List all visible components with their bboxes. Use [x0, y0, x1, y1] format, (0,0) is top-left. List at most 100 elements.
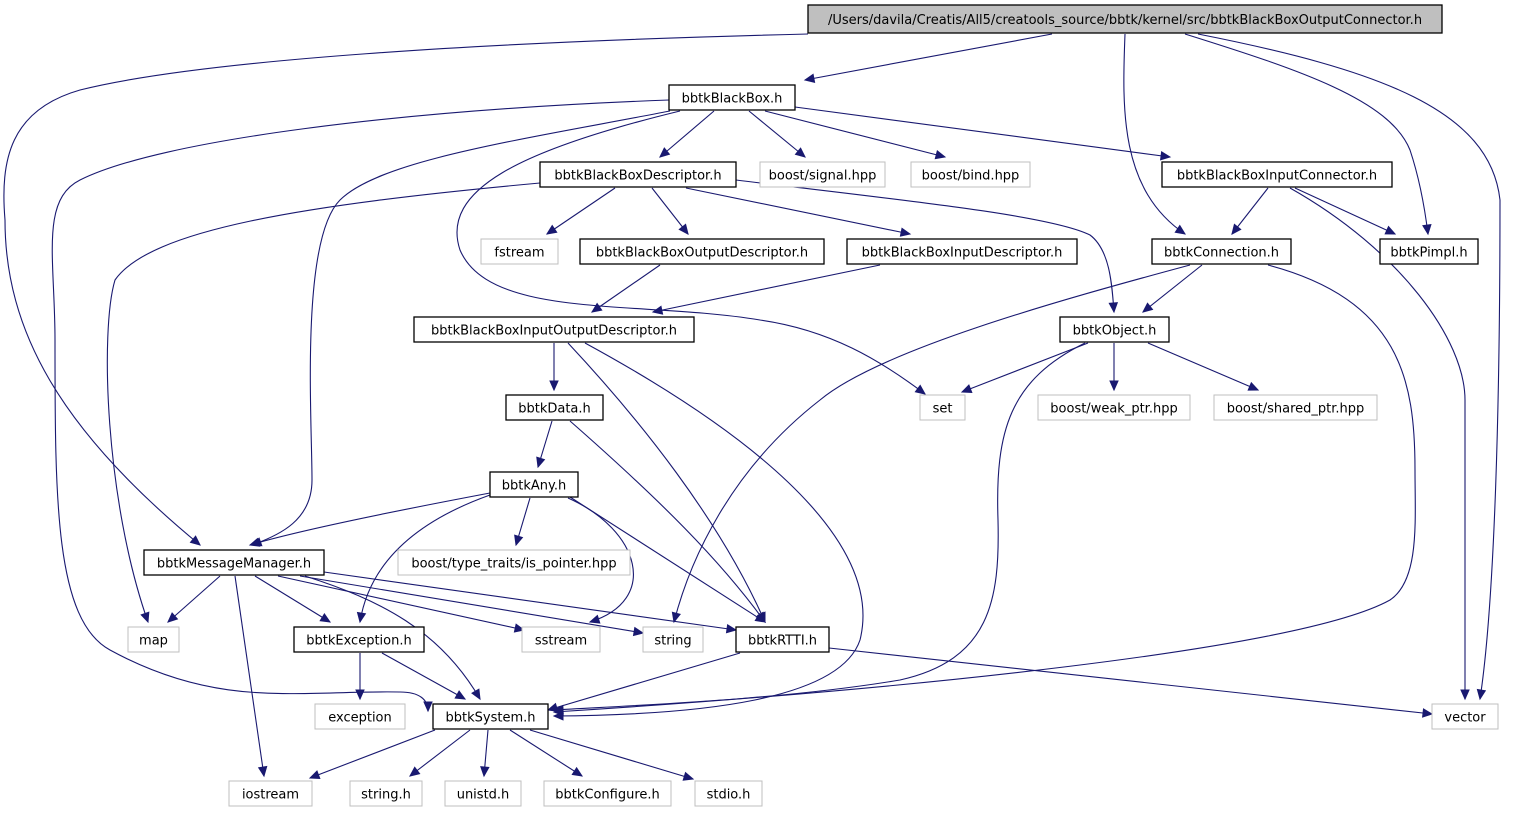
- arrowhead: [803, 73, 816, 83]
- node-inconn[interactable]: bbtkBlackBoxInputConnector.h: [1161, 161, 1393, 188]
- node-iodesc[interactable]: bbtkBlackBoxInputOutputDescriptor.h: [413, 316, 695, 343]
- edge-object-to-set: [960, 342, 1089, 394]
- node-blackbox[interactable]: bbtkBlackBox.h: [668, 84, 796, 111]
- node-outdesc[interactable]: bbtkBlackBoxOutputDescriptor.h: [579, 238, 825, 265]
- node-label: sstream: [535, 634, 587, 649]
- edge-exception_h-to-system: [381, 652, 467, 700]
- arrowhead: [794, 147, 806, 158]
- node-box: [432, 703, 549, 730]
- edge-data-to-any: [536, 420, 553, 469]
- edge-root-to-msgmgr: [3, 33, 809, 546]
- node-data[interactable]: bbtkData.h: [505, 394, 604, 421]
- node-rtti[interactable]: bbtkRTTI.h: [735, 626, 830, 653]
- node-label: bbtkBlackBoxDescriptor.h: [554, 169, 721, 184]
- edge-bbdesc-to-object: [735, 179, 1119, 314]
- arrowhead: [189, 535, 201, 546]
- edge-line: [659, 110, 715, 158]
- edge-object-to-weakptr: [1109, 343, 1119, 392]
- edge-object-to-system: [552, 342, 1086, 715]
- node-label: bbtkConfigure.h: [555, 788, 660, 803]
- edge-blackbox-to-signal: [748, 110, 806, 158]
- node-any[interactable]: bbtkAny.h: [489, 471, 579, 498]
- arrowhead: [1460, 689, 1470, 701]
- edge-line: [553, 342, 864, 717]
- edge-bbdesc-to-indesc: [685, 187, 912, 237]
- edge-line: [359, 494, 491, 623]
- node-label: boost/signal.hpp: [769, 169, 877, 184]
- node-label: bbtkBlackBoxOutputDescriptor.h: [596, 246, 808, 261]
- edge-line: [304, 575, 481, 700]
- node-root: /Users/davila/Creatis/All5/creatools_sou…: [807, 4, 1443, 34]
- node-box: [505, 394, 604, 421]
- node-indesc[interactable]: bbtkBlackBoxInputDescriptor.h: [846, 238, 1078, 265]
- arrowhead: [167, 612, 179, 623]
- edge-line: [748, 110, 806, 158]
- edge-blackbox-to-bbdesc: [659, 110, 715, 158]
- arrowhead: [899, 227, 912, 237]
- arrowhead: [536, 456, 546, 469]
- node-weakptr: boost/weak_ptr.hpp: [1037, 394, 1191, 421]
- edge-line: [828, 647, 1433, 715]
- edge-iodesc-to-system: [552, 342, 864, 721]
- arrowhead: [454, 690, 467, 700]
- node-label: bbtkRTTI.h: [748, 634, 817, 649]
- arrowhead: [571, 766, 584, 777]
- node-exception_h[interactable]: bbtkException.h: [293, 626, 425, 653]
- edge-line: [591, 264, 661, 313]
- edge-bbdesc-to-outdesc: [651, 187, 689, 235]
- node-pimpl[interactable]: bbtkPimpl.h: [1379, 238, 1479, 265]
- node-box: [521, 626, 601, 653]
- node-box: [1037, 394, 1191, 421]
- node-label: exception: [328, 711, 392, 726]
- edge-blackbox-to-system: [51, 99, 670, 713]
- arrowhead: [590, 302, 603, 313]
- edge-msgmgr-to-sstream: [277, 575, 526, 633]
- node-label: iostream: [242, 788, 299, 803]
- edge-line: [249, 492, 491, 546]
- node-label: bbtkBlackBoxInputConnector.h: [1177, 169, 1377, 184]
- arrowhead: [480, 766, 490, 778]
- node-label: bbtkAny.h: [502, 479, 566, 494]
- arrowhead: [356, 611, 367, 624]
- node-box: [735, 626, 830, 653]
- edge-line: [254, 575, 331, 623]
- node-box: [444, 780, 522, 807]
- edge-line: [251, 110, 671, 546]
- edge-indesc-to-iodesc: [651, 264, 881, 315]
- edge-msgmgr-to-system: [304, 575, 481, 701]
- edge-line: [569, 420, 766, 623]
- edge-root-to-blackbox: [803, 33, 1053, 83]
- node-connection[interactable]: bbtkConnection.h: [1151, 238, 1292, 265]
- node-bbdesc[interactable]: bbtkBlackBoxDescriptor.h: [539, 161, 737, 188]
- edge-line: [569, 496, 766, 623]
- node-box: [579, 238, 825, 265]
- node-object[interactable]: bbtkObject.h: [1059, 316, 1170, 343]
- node-bind: boost/bind.hpp: [910, 161, 1031, 188]
- node-box: [489, 471, 579, 498]
- edge-line: [323, 571, 737, 631]
- edge-connection-to-object: [1142, 264, 1203, 313]
- node-unistd: unistd.h: [444, 780, 522, 807]
- node-label: bbtkObject.h: [1073, 324, 1157, 339]
- node-system[interactable]: bbtkSystem.h: [432, 703, 549, 730]
- edge-line: [234, 575, 265, 777]
- edge-bbdesc-to-fstream: [545, 187, 616, 235]
- edge-system-to-stdio: [529, 729, 695, 781]
- node-msgmgr[interactable]: bbtkMessageManager.h: [143, 549, 325, 576]
- node-box: [349, 780, 423, 807]
- edge-line: [1147, 342, 1259, 391]
- arrowhead: [319, 612, 332, 623]
- arrowhead: [545, 224, 558, 235]
- node-box: [668, 84, 796, 111]
- edge-line: [3, 33, 809, 546]
- edge-blackbox-to-set: [456, 110, 926, 395]
- arrowhead: [682, 771, 695, 781]
- node-sstream: sstream: [521, 626, 601, 653]
- node-label: boost/bind.hpp: [922, 169, 1020, 184]
- edge-line: [456, 110, 926, 395]
- node-label: stdio.h: [707, 788, 751, 803]
- node-configure: bbtkConfigure.h: [543, 780, 672, 807]
- node-box: [1059, 316, 1170, 343]
- arrowhead: [514, 534, 524, 547]
- edge-line: [299, 575, 644, 634]
